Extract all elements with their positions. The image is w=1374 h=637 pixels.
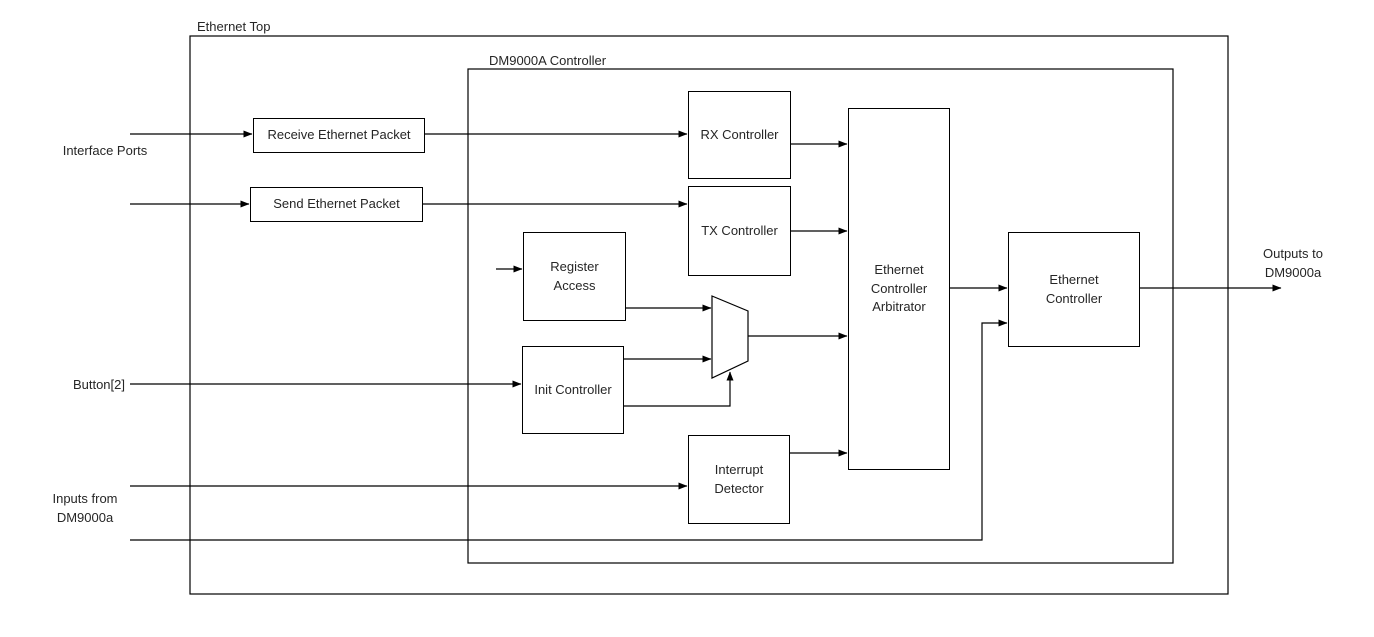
interface-ports-label: Interface Ports: [62, 143, 148, 158]
ethernet-controller-node: Ethernet Controller: [1008, 232, 1140, 347]
tx-controller-node: TX Controller: [688, 186, 791, 276]
ethernet-top-boundary: [189, 35, 1229, 595]
connector-init-to-mux-select: [624, 371, 734, 407]
tx-controller-label: TX Controller: [701, 222, 778, 238]
ethernet-controller-arbitrator-label: Ethernet Controller Arbitrator: [870, 262, 928, 315]
interrupt-detector-node: Interrupt Detector: [688, 435, 790, 524]
register-access-label: Register Access: [550, 259, 599, 293]
rx-controller-label: RX Controller: [700, 126, 779, 142]
register-access-node: Register Access: [523, 232, 626, 321]
dm9000a-controller-group-label: DM9000A Controller: [489, 53, 607, 68]
outputs-to-dm9000a-label: Outputs to DM9000a: [1263, 246, 1323, 280]
receive-ethernet-packet-node: Receive Ethernet Packet: [253, 118, 425, 153]
send-ethernet-packet-label: Send Ethernet Packet: [273, 196, 400, 212]
button-label: Button[2]: [72, 377, 125, 392]
receive-ethernet-packet-label: Receive Ethernet Packet: [267, 127, 411, 143]
init-controller-node: Init Controller: [522, 346, 624, 434]
inputs-from-dm9000a-label: Inputs from DM9000a: [52, 491, 118, 525]
connector-inputs-to-ethernet-controller: [130, 319, 1008, 541]
mux-shape: [711, 295, 749, 379]
ethernet-controller-label: Ethernet Controller: [1045, 272, 1103, 306]
ethernet-top-group-label: Ethernet Top: [197, 19, 271, 34]
send-ethernet-packet-node: Send Ethernet Packet: [250, 187, 423, 222]
interrupt-detector-label: Interrupt Detector: [714, 462, 764, 496]
rx-controller-node: RX Controller: [688, 91, 791, 179]
init-controller-label: Init Controller: [534, 381, 612, 397]
ethernet-controller-arbitrator-node: Ethernet Controller Arbitrator: [848, 108, 950, 470]
dm9000a-controller-boundary: [467, 68, 1174, 564]
